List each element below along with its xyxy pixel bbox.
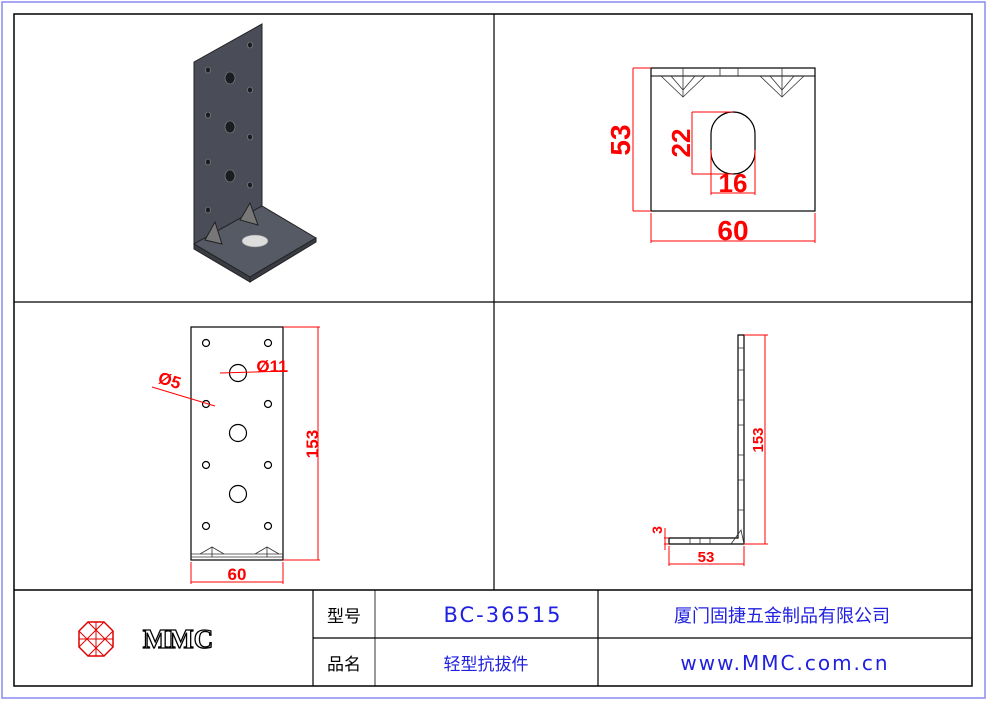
top-height-dimension: 53 [605,124,636,155]
side-height-dimension: 153 [750,427,767,452]
top-view: 53 60 22 16 [605,67,816,246]
slot-width-dimension: 16 [719,168,748,198]
website: www.MMC.com.cn [680,651,889,675]
front-view: Ø11 Ø5 153 60 [151,326,322,584]
side-view: 153 53 3 [649,334,768,566]
isometric-view [192,23,317,283]
top-width-dimension: 60 [717,215,748,246]
front-height-dimension: 153 [303,430,322,458]
model-value: BC-36515 [443,603,562,627]
large-hole-dimension: Ø11 [256,357,287,376]
name-label: 品名 [327,655,361,675]
title-block: MMC 型号 BC-36515 厦门固捷五金制品有限公司 品名 轻型抗拔件 ww… [14,589,972,686]
company-logo: MMC [78,621,214,657]
slot-height-dimension: 22 [666,129,696,158]
thickness-dimension: 3 [649,526,665,534]
side-flange-dimension: 53 [698,549,715,566]
front-width-dimension: 60 [228,565,247,584]
company-name: 厦门固捷五金制品有限公司 [674,606,890,627]
drawing-frame [13,13,973,687]
logo-text: MMC [143,624,213,654]
model-label: 型号 [327,607,361,627]
product-name: 轻型抗拔件 [444,655,529,675]
